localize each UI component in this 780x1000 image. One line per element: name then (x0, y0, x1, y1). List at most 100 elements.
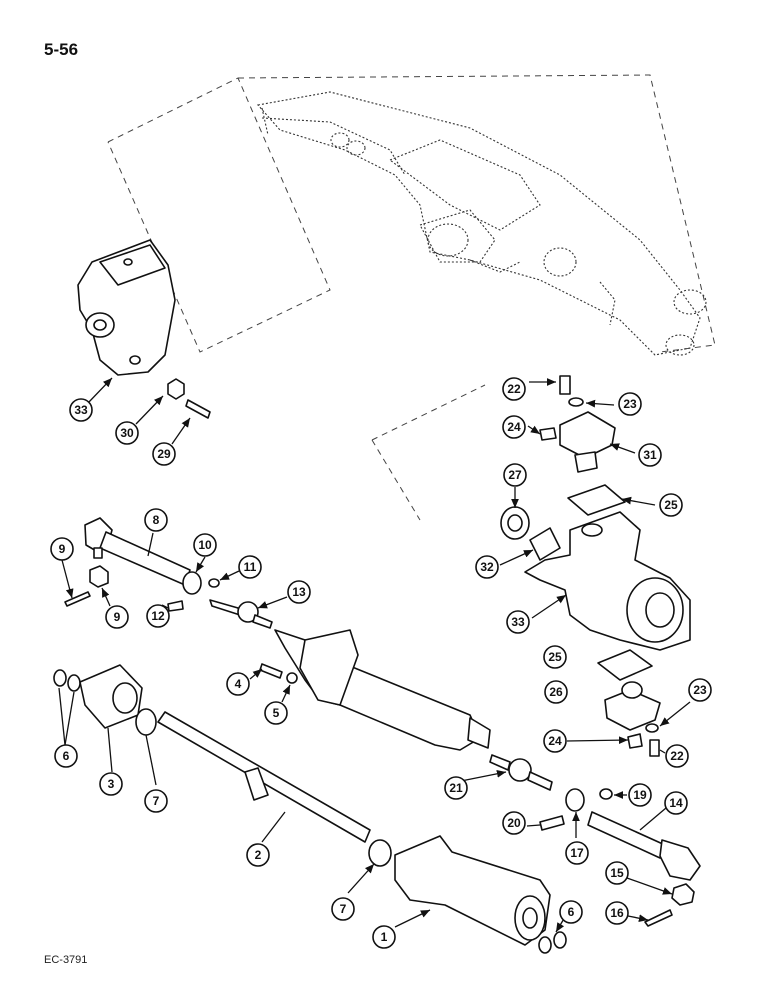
part-shim-upper (567, 484, 626, 516)
svg-text:17: 17 (570, 846, 584, 860)
callout-26: 26 (544, 680, 568, 704)
callout-18: 17 (565, 841, 589, 865)
callout-3: 3 (99, 772, 123, 796)
svg-text:22: 22 (670, 749, 684, 763)
svg-text:27: 27 (508, 468, 522, 482)
svg-text:16: 16 (610, 906, 624, 920)
reference-frame-lower (371, 384, 486, 521)
part-ball-joint-upper (559, 411, 616, 473)
part-tie-rod-end-left (84, 517, 191, 586)
svg-text:14: 14 (669, 796, 683, 810)
svg-text:19: 19 (633, 788, 647, 802)
svg-text:8: 8 (153, 513, 160, 527)
part-clamp-right (565, 788, 585, 812)
svg-text:31: 31 (643, 448, 657, 462)
svg-text:12: 12 (151, 609, 165, 623)
callout-27: 27 (503, 463, 527, 487)
svg-text:25: 25 (548, 650, 562, 664)
part-piston-rod (157, 711, 371, 843)
page-number: 5-56 (44, 40, 79, 59)
part-ball-joint-lower (604, 681, 661, 731)
part-bolt-cylinder (259, 663, 283, 679)
callout-6-right: 6 (559, 900, 583, 924)
part-cylinder-barrel (394, 835, 551, 946)
part-snap-rings-left (53, 669, 81, 692)
part-fitting-lower (627, 733, 643, 749)
part-nut (167, 378, 185, 400)
part-bolt-small-left (167, 600, 184, 612)
callout-4: 4 (226, 672, 250, 696)
part-snap-rings-right (538, 931, 567, 954)
part-tie-rod-end-right (587, 811, 701, 881)
svg-text:7: 7 (340, 902, 347, 916)
part-bolt-upper (559, 375, 571, 395)
svg-text:15: 15 (610, 866, 624, 880)
callout-23-upper: 23 (618, 392, 642, 416)
callout-6-left: 6 (54, 744, 78, 768)
part-bolt-right (539, 815, 565, 831)
svg-text:6: 6 (568, 905, 575, 919)
callout-32: 33 (69, 398, 93, 422)
part-nut-right (599, 788, 613, 800)
svg-text:30: 30 (120, 426, 134, 440)
svg-text:3: 3 (108, 777, 115, 791)
svg-text:21: 21 (449, 781, 463, 795)
svg-text:4: 4 (235, 677, 242, 691)
svg-text:1: 1 (381, 930, 388, 944)
part-castle-nut-right (671, 883, 695, 906)
callout-9: 9 (105, 605, 129, 629)
callout-33: 33 (506, 610, 530, 634)
callout-19: 19 (628, 783, 652, 807)
callout-5: 5 (264, 701, 288, 725)
callout-13: 12 (146, 604, 170, 628)
callout-16: 15 (605, 861, 629, 885)
callout-7-right: 7 (331, 897, 355, 921)
part-bolt-lower (649, 739, 660, 757)
part-bracket (77, 239, 176, 376)
callout-2: 2 (246, 843, 270, 867)
part-inner-ball-joint-right (489, 754, 553, 791)
callout-31: 32 (475, 555, 499, 579)
reference-frame-upper (107, 74, 716, 353)
svg-text:7: 7 (153, 794, 160, 808)
part-steering-cylinder (274, 629, 491, 751)
callout-22-lower: 22 (665, 744, 689, 768)
part-washer-lower (645, 723, 659, 733)
svg-text:20: 20 (507, 816, 521, 830)
part-shim-lower (597, 649, 653, 681)
svg-text:2: 2 (255, 848, 262, 862)
svg-text:24: 24 (507, 420, 521, 434)
part-end-flange (79, 664, 143, 729)
part-washer-cylinder (286, 672, 298, 684)
part-fitting-upper (539, 427, 557, 441)
callout-22-upper: 22 (502, 377, 526, 401)
part-o-ring-left (135, 708, 157, 736)
callout-15: 14 (664, 791, 688, 815)
svg-text:32: 32 (480, 560, 494, 574)
callout-12: 11 (238, 555, 262, 579)
callout-8: 8 (144, 508, 168, 532)
svg-text:23: 23 (693, 683, 707, 697)
svg-text:23: 23 (623, 397, 637, 411)
part-o-ring-right (368, 839, 392, 867)
part-steering-knuckle (524, 511, 691, 651)
part-cotter-pin-left (64, 591, 91, 607)
leader-lines (58, 377, 691, 933)
part-inner-ball-joint-left (209, 599, 273, 629)
callout-25-upper: 25 (659, 493, 683, 517)
callout-24-upper: 24 (502, 415, 526, 439)
svg-text:5: 5 (273, 706, 280, 720)
svg-text:29: 29 (157, 447, 171, 461)
callout-17: 16 (605, 901, 629, 925)
part-castle-nut-left (89, 565, 109, 588)
callout-10: 9 (50, 537, 74, 561)
callout-29: 30 (115, 421, 139, 445)
svg-text:11: 11 (244, 560, 257, 574)
part-cotter-pin-right (644, 909, 673, 927)
figure-code: EC-3791 (44, 954, 88, 966)
callout-11: 10 (193, 533, 217, 557)
svg-text:10: 10 (198, 538, 212, 552)
callout-23-lower: 23 (688, 678, 712, 702)
callout-30: 31 (638, 443, 662, 467)
